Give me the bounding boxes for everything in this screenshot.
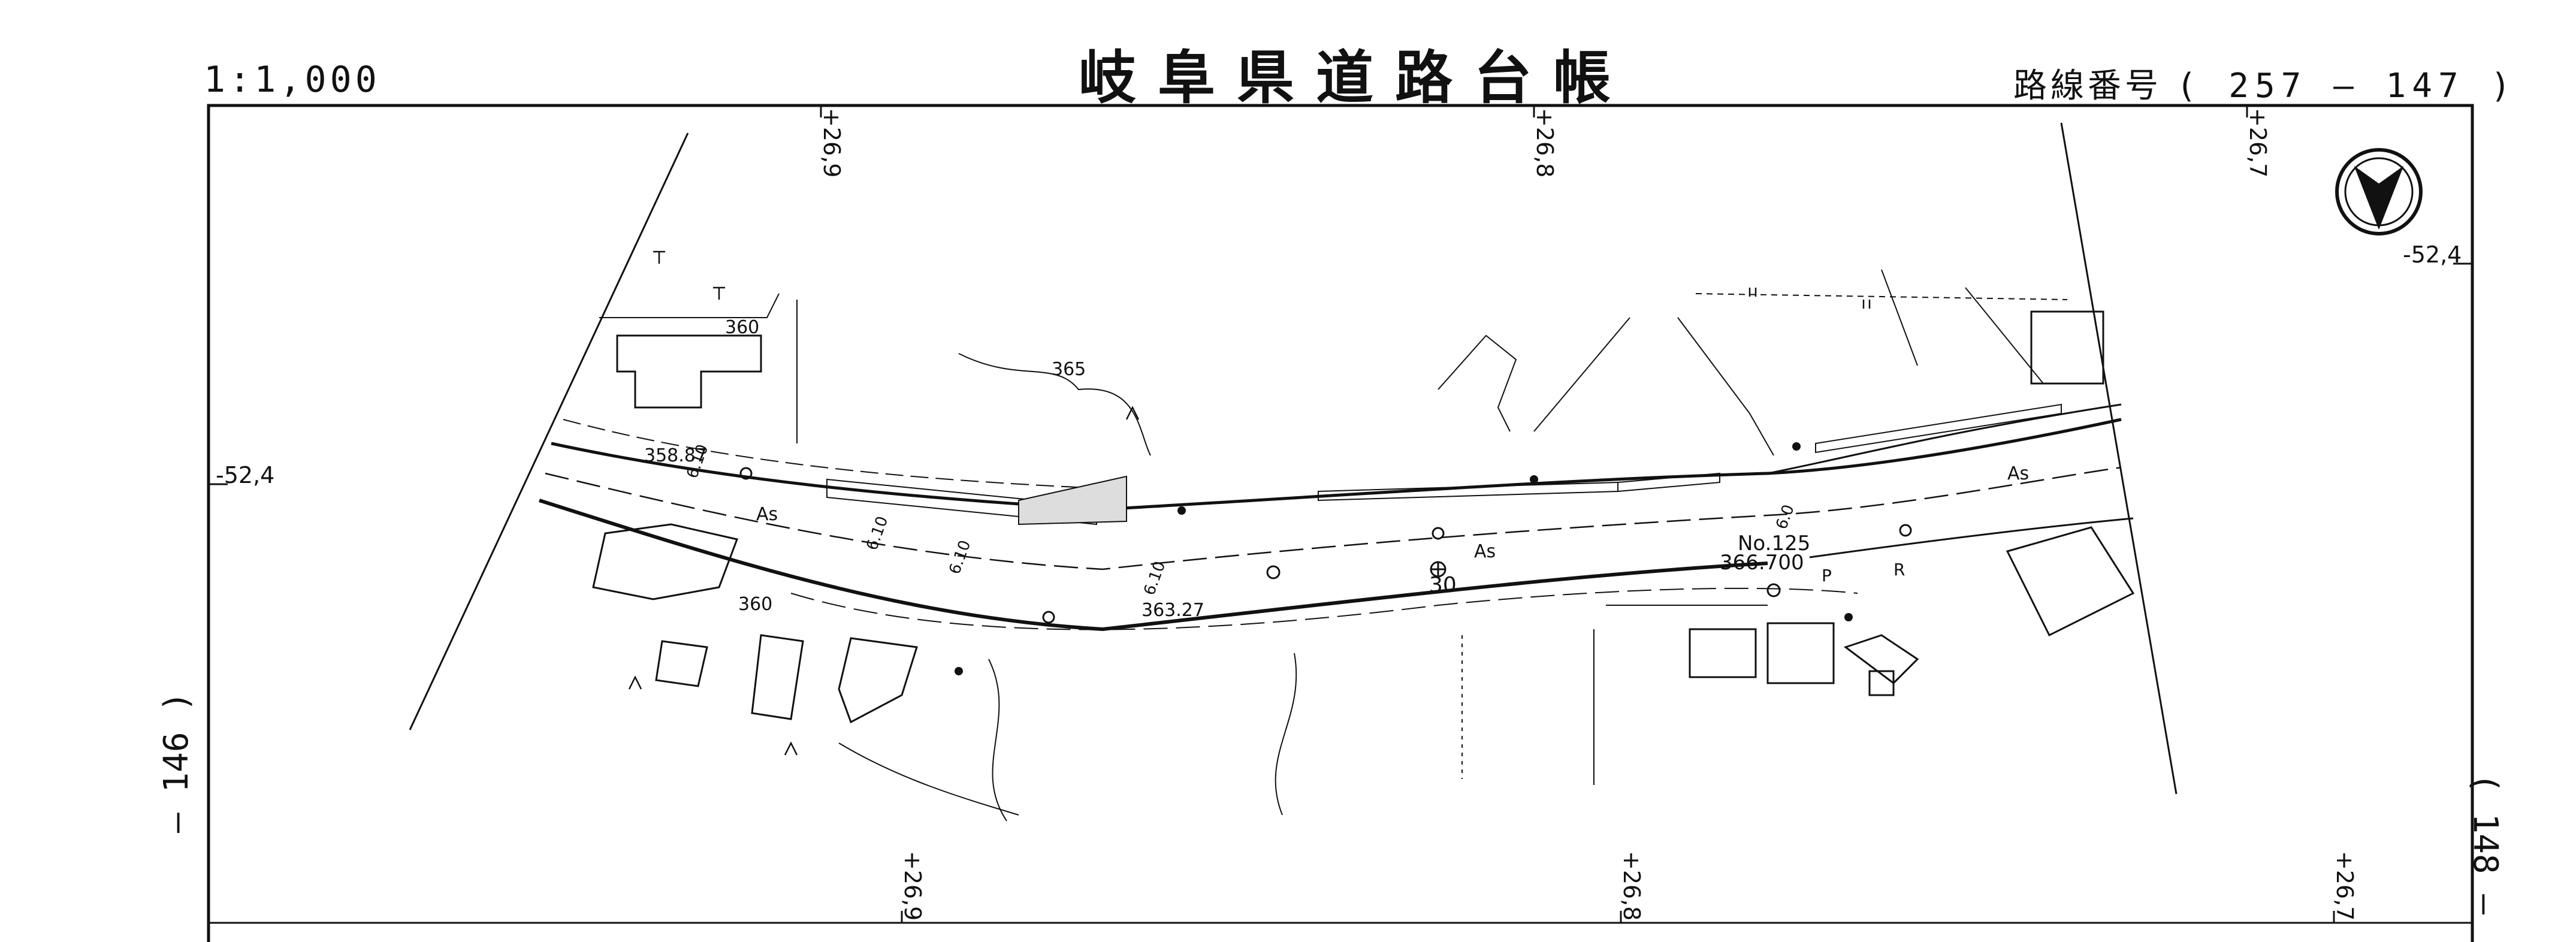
map-scale: 1:1,000 bbox=[204, 59, 380, 101]
plot-lines bbox=[599, 269, 2068, 822]
road-dash-upper bbox=[563, 419, 1103, 489]
terrain-symbols bbox=[628, 250, 1871, 756]
dot-markers bbox=[955, 442, 1853, 675]
road-edge-north bbox=[551, 418, 2122, 511]
road-centerline bbox=[545, 466, 2122, 570]
north-arrow-icon bbox=[2335, 148, 2423, 236]
grid-tick-left: -52,4 bbox=[216, 462, 274, 488]
elevation-358: 358.87 bbox=[644, 445, 707, 466]
map-frame bbox=[207, 104, 2474, 942]
road-east-north bbox=[1767, 403, 2122, 475]
sheet-edge-left bbox=[409, 132, 689, 730]
route-number-value: ( 257 — 147 ) bbox=[2176, 67, 2517, 105]
grid-tick-top-2: +26,8 bbox=[1532, 108, 1558, 177]
buildings bbox=[592, 310, 2135, 724]
grid-ticks-top bbox=[209, 105, 2472, 923]
sheet-edge-right bbox=[2060, 122, 2178, 795]
utility-marker bbox=[1899, 524, 1912, 537]
road bbox=[539, 403, 2134, 632]
station-marker bbox=[1766, 583, 1781, 597]
station-marker bbox=[1266, 565, 1281, 579]
survey-markers bbox=[739, 467, 1912, 624]
road-dash-lower bbox=[790, 587, 1858, 630]
width-label: 6.10 bbox=[1140, 559, 1169, 598]
route-number: 路線番号 ( 257 — 147 ) bbox=[2013, 59, 2517, 107]
grid-tick-top-1: +26,9 bbox=[819, 108, 845, 177]
grid-tick-top-3: +26,7 bbox=[2245, 108, 2271, 177]
grid-tick-bottom-2: +26,8 bbox=[1618, 851, 1645, 920]
grid-tick-bottom-3: +26,7 bbox=[2332, 851, 2358, 920]
width-label: 6.0 bbox=[1772, 502, 1798, 532]
route-prefix: 路線番号 bbox=[2013, 67, 2162, 105]
chainage-30: 30 bbox=[1429, 573, 1457, 597]
utility-marker bbox=[1432, 527, 1445, 540]
surface-label: As bbox=[756, 504, 778, 525]
retaining-walls bbox=[826, 403, 2062, 526]
elevation-366: 366.700 bbox=[1720, 551, 1804, 575]
contour-label-360-a: 360 bbox=[725, 317, 759, 338]
grid-tick-bottom-1: +26,9 bbox=[899, 851, 926, 920]
grid-tick-right: -52,4 bbox=[2403, 241, 2462, 268]
road-east-south bbox=[1809, 517, 2134, 558]
contour-label-360-b: 360 bbox=[738, 594, 772, 615]
surface-label: As bbox=[1474, 541, 1496, 562]
road-edge-south bbox=[539, 499, 1768, 632]
page-title: 岐阜県道路台帳 bbox=[1079, 44, 1632, 111]
utility-marker bbox=[739, 467, 753, 480]
road-label-p: P bbox=[1822, 566, 1832, 585]
width-label: 6.10 bbox=[863, 514, 892, 553]
utility-marker bbox=[1042, 611, 1055, 624]
surface-label: As bbox=[2007, 463, 2029, 484]
contour-label-365: 365 bbox=[1052, 359, 1086, 380]
road-label-r: R bbox=[1894, 560, 1905, 579]
station-number: No.125 bbox=[1738, 532, 1810, 555]
elevation-363: 363.27 bbox=[1141, 600, 1204, 621]
